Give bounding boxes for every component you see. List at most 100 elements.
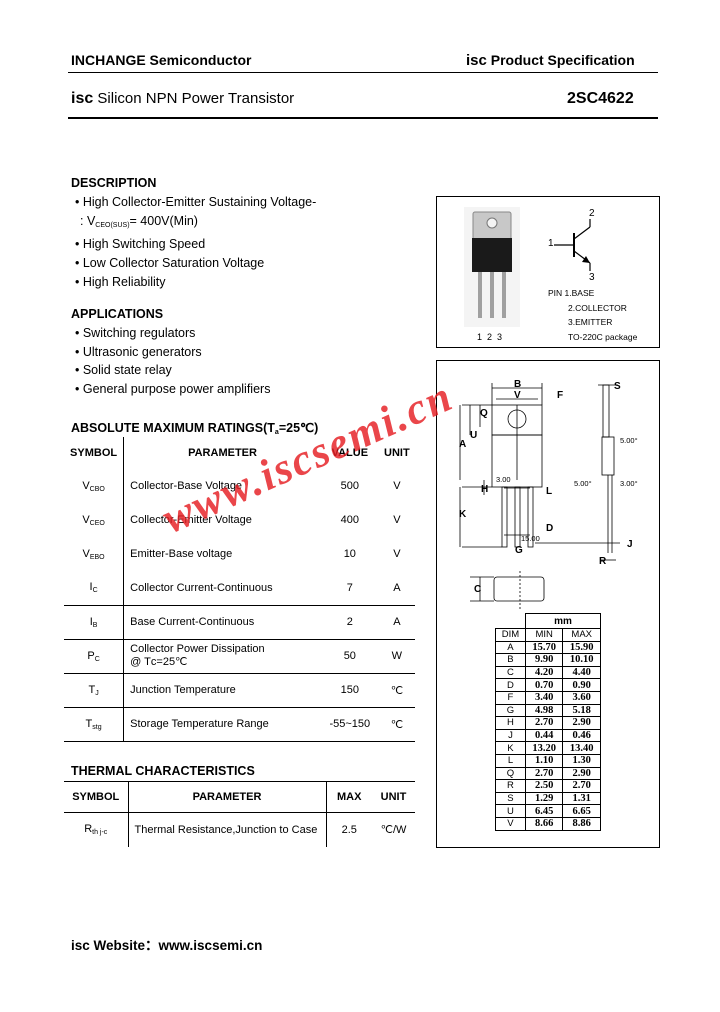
symbol-cell: VEBO (64, 537, 124, 571)
dim-label-Q: Q (480, 408, 488, 419)
dim-max: 2.70 (562, 779, 601, 793)
col-header-unit: UNIT (380, 791, 407, 803)
col-header-symbol: SYMBOL (70, 447, 118, 459)
symbol-sub: CEO (89, 519, 105, 527)
param-cell: Storage Temperature Range (123, 706, 321, 741)
symbol-sub: B (92, 621, 98, 629)
npn-symbol-icon (554, 219, 591, 271)
symbol-cell: PC (64, 638, 124, 673)
dim-header: MIN (524, 628, 564, 642)
header-rule-thick (68, 117, 658, 119)
symbol-sub: C (94, 655, 100, 663)
dim-note-1500: 15.00 (521, 534, 540, 543)
dim-min: 2.70 (524, 716, 564, 730)
dim-max: 3.60 (562, 690, 601, 705)
application-item: • Switching regulators (75, 326, 196, 340)
vceo-prefix: : V (80, 213, 96, 228)
dim-min: 0.44 (524, 728, 564, 743)
description-item: • Low Collector Saturation Voltage (75, 256, 265, 271)
dim-letter: U (495, 804, 526, 818)
param-cell: Junction Temperature (123, 672, 321, 707)
isc-title-prefix: isc (71, 90, 94, 107)
unit-cell: A (393, 581, 401, 594)
applications-list: • Switching regulators • Ultrasonic gene… (75, 324, 365, 399)
unit-cell: ℃ (378, 706, 415, 741)
description-item: • High Collector-Emitter Sustaining Volt… (75, 195, 317, 209)
table-header-row: SYMBOL PARAMETER VALUE UNIT (64, 437, 415, 469)
dim-unit-row: mm (496, 613, 602, 629)
dim-max: 13.40 (562, 741, 601, 755)
dim-min: 0.70 (524, 678, 564, 692)
description-item: • High Switching Speed (75, 237, 206, 252)
dim-label-A: A (459, 439, 467, 450)
dim-label-S: S (614, 381, 621, 392)
symbol-cell: VCEO (64, 503, 124, 537)
dim-note-angle-1: 5.00° (620, 436, 638, 445)
dim-max: 1.30 (562, 753, 601, 768)
dim-header: DIM (495, 628, 526, 642)
dim-max: 4.40 (562, 665, 601, 680)
dim-min: 13.20 (524, 741, 564, 755)
unit-cell: ℃ (378, 672, 415, 707)
dim-letter: G (495, 703, 526, 718)
dim-label-D: D (546, 523, 554, 534)
dim-letter: D (495, 678, 526, 692)
value-cell: 150 (320, 672, 379, 707)
symbol-cell: Tstg (64, 706, 124, 741)
dim-label-G: G (515, 545, 523, 556)
symbol-letter: V (82, 547, 90, 560)
dim-letter: F (495, 690, 526, 705)
dim-max: 6.65 (562, 804, 601, 818)
symbol-letter: I (89, 581, 93, 594)
unit-cell: V (393, 480, 401, 492)
thermal-table: SYMBOL PARAMETER MAX UNIT Rth j-c Therma… (64, 781, 415, 847)
unit-cell: ℃/W (372, 812, 415, 847)
dim-max: 10.10 (562, 653, 601, 667)
abs-max-title-post: =25℃) (278, 421, 319, 435)
symbol-cell: VCBO (64, 469, 124, 503)
part-number: 2SC4622 (567, 90, 634, 107)
dim-letter: Q (495, 766, 526, 781)
table-row: VCBO Collector-Base Voltage 500 V (64, 469, 415, 503)
application-item: • General purpose power amplifiers (75, 382, 271, 397)
dim-max: 0.90 (562, 678, 601, 692)
value-cell: 7 (346, 581, 353, 594)
pin-label-1: 1 (548, 238, 554, 249)
dim-min: 4.20 (524, 665, 564, 680)
symbol-sub: C (92, 587, 98, 595)
param-cell: Collector-Base Voltage (123, 469, 321, 503)
value-cell: 2.5 (325, 812, 372, 847)
pinout-box (436, 196, 660, 348)
dim-min: 1.29 (524, 791, 564, 806)
symbol-letter: I (89, 615, 93, 628)
dim-min: 3.40 (524, 690, 564, 705)
symbol-sub: CBO (89, 485, 105, 493)
dim-min: 8.66 (524, 816, 564, 831)
dim-letter: A (495, 640, 526, 655)
param-line2: @ Tᴄ=25℃ (130, 656, 188, 668)
dim-letter: R (495, 779, 526, 793)
dim-label-F: F (557, 390, 564, 401)
param-cell: Collector Power Dissipation @ Tᴄ=25℃ (123, 638, 321, 673)
value-cell: 50 (320, 638, 379, 673)
dim-min: 6.45 (524, 804, 564, 818)
dim-letter: H (495, 716, 526, 730)
dim-header: MAX (562, 628, 601, 642)
abs-max-title-sub: a (274, 429, 279, 436)
application-item: • Solid state relay (75, 363, 172, 378)
footer-url[interactable]: www.iscsemi.cn (158, 938, 263, 953)
abs-max-title: ABSOLUTE MAXIMUM RATINGS(Ta=25℃) (71, 420, 318, 436)
unit-cell: W (378, 638, 415, 673)
param-cell: Base Current-Continuous (123, 604, 321, 639)
applications-title: APPLICATIONS (71, 307, 164, 321)
dim-label-V: V (514, 390, 521, 401)
transistor-photo (464, 207, 520, 327)
